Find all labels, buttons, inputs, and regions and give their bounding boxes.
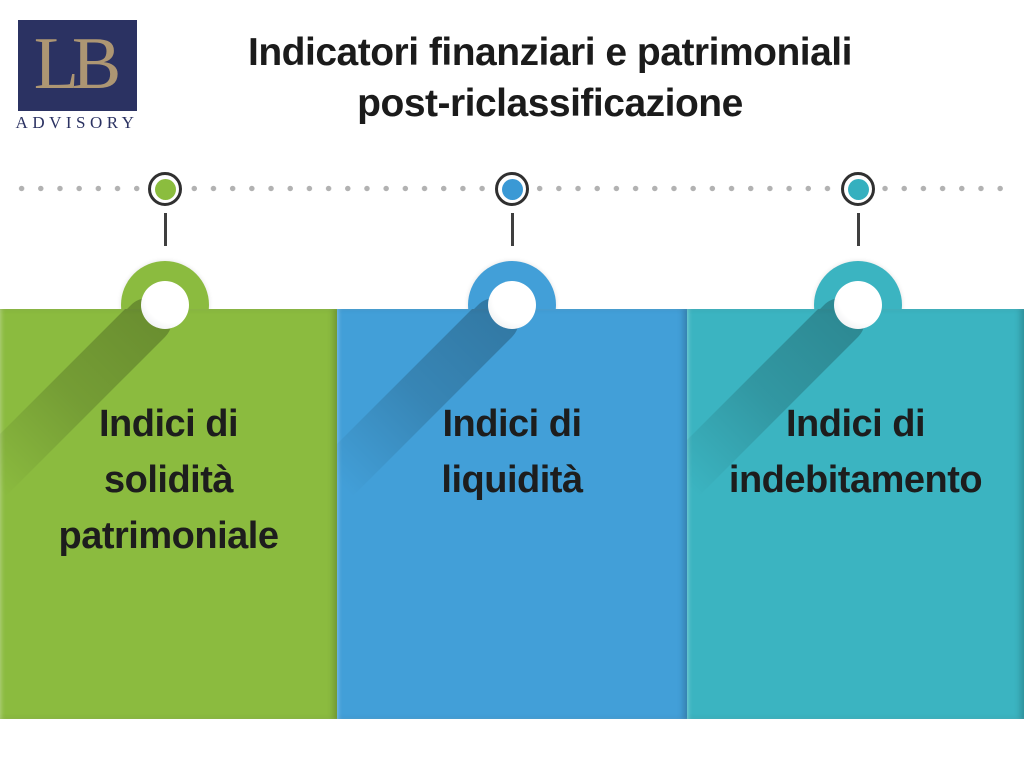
pin-hole-icon [141,281,189,329]
pin-hole-icon [488,281,536,329]
card-2-line-1: Indici di [442,403,582,445]
page-title-line2: post-riclassificazione [357,82,743,125]
card-3-line-1: Indici di [785,403,926,445]
timeline-marker-dot-teal [847,178,869,200]
timeline-marker-dot-green [154,178,176,200]
page-title-line1: Indicatori finanziari e patrimoniali [248,31,852,74]
card-title-3: Indici di indebitamento [687,396,1024,508]
card-title-1: Indici di solidità patrimoniale [0,396,337,564]
card-indebitamento: Indici di indebitamento [687,309,1024,719]
timeline-marker-dot-blue [501,178,523,200]
connector-line-3 [857,213,860,246]
card-1-line-1: Indici di [98,403,239,445]
brand-name: ADVISORY [15,113,139,132]
pin-hole-icon [834,281,882,329]
page-title: Indicatori finanziari e patrimoniali pos… [130,27,970,129]
card-title-2: Indici di liquidità [337,396,687,508]
brand-monogram: LB [33,22,122,105]
card-solidita-patrimoniale: Indici di solidità patrimoniale [0,309,337,719]
card-1-line-2: solidità [103,459,234,501]
timeline-marker-ring-1 [148,172,182,206]
card-liquidita: Indici di liquidità [337,309,687,719]
timeline-marker-ring-3 [841,172,875,206]
brand-logo: LB [18,20,137,111]
card-2-line-2: liquidità [441,459,583,501]
card-3-line-2: indebitamento [728,459,983,501]
card-1-line-3: patrimoniale [58,515,279,557]
connector-line-1 [164,213,167,246]
timeline-marker-ring-2 [495,172,529,206]
connector-line-2 [511,213,514,246]
